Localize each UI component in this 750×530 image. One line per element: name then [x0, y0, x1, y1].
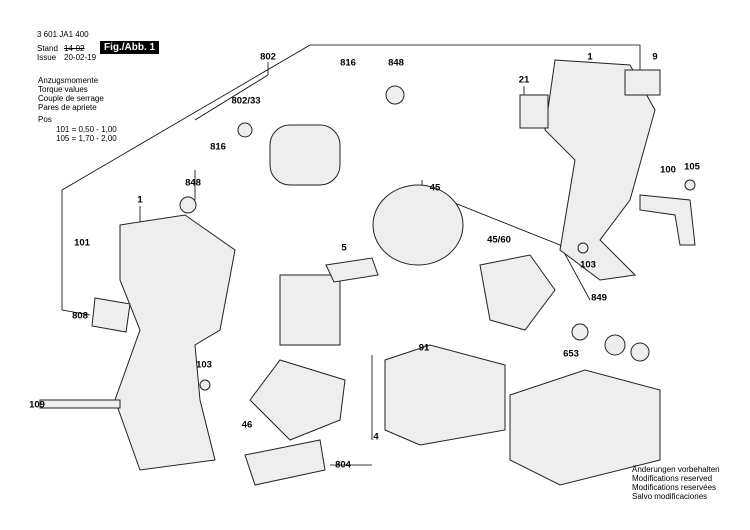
- plate-804: [244, 439, 326, 486]
- callout: 100: [660, 164, 676, 176]
- callout: 9: [652, 51, 658, 63]
- old-date: 14-02: [64, 44, 85, 53]
- motor: [269, 124, 341, 186]
- footer-line: Modifications reservées: [632, 483, 717, 492]
- part-5: [325, 257, 379, 283]
- torque-heading-es: Pares de apriete: [38, 103, 97, 112]
- label-808: [91, 297, 131, 333]
- callout: 21: [518, 74, 530, 86]
- callout: 1: [587, 51, 593, 63]
- torque-value: 105 = 1,70 - 2,00: [56, 134, 117, 143]
- torque-heading-en: Torque values: [38, 85, 88, 94]
- pos-label: Pos: [38, 115, 52, 124]
- torque-heading-de: Anzugsmomente: [38, 76, 99, 85]
- callout: 45/60: [487, 234, 511, 246]
- callout: 808: [72, 310, 88, 322]
- cover: [479, 254, 556, 331]
- callout: 802/33: [231, 95, 261, 107]
- charger: [509, 369, 661, 486]
- footer-line: Modifications reserved: [632, 474, 713, 483]
- callout: 849: [591, 292, 607, 304]
- battery: [384, 344, 506, 446]
- housing-left: [114, 214, 236, 471]
- torque-heading-fr: Couple de serrage: [38, 94, 104, 103]
- switch: [279, 274, 341, 346]
- footer-line: Salvo modificaciones: [632, 492, 708, 501]
- callout: 816: [340, 57, 356, 69]
- issue-label: Issue: [37, 53, 57, 62]
- callout: 804: [335, 459, 351, 471]
- bit-109: [39, 399, 121, 409]
- part-number: 3 601 JA1 400: [37, 30, 89, 39]
- gear-housing: [372, 184, 464, 266]
- torque-value: 101 = 0,50 - 1,00: [56, 125, 117, 134]
- base-plate: [249, 359, 346, 441]
- callout: 103: [580, 259, 596, 271]
- callout: 653: [563, 348, 579, 360]
- callout: 802: [260, 51, 276, 63]
- footer-line: Änderungen vorbehalten: [632, 465, 720, 474]
- callout: 105: [684, 161, 700, 173]
- callout: 101: [74, 237, 90, 249]
- issue-date: 20-02-19: [64, 53, 97, 62]
- callout: 103: [196, 359, 212, 371]
- callout: 4: [373, 431, 379, 443]
- callout: 1: [137, 194, 143, 206]
- callout: 816: [210, 141, 226, 153]
- figure-label: Fig./Abb. 1: [100, 41, 160, 54]
- label-9: [624, 69, 661, 96]
- callout: 5: [341, 242, 347, 254]
- stand-label: Stand: [37, 44, 58, 53]
- callout: 109: [29, 399, 45, 411]
- callout: 848: [185, 177, 201, 189]
- callout: 91: [418, 342, 430, 354]
- callout: 848: [388, 57, 404, 69]
- label-21: [519, 94, 549, 129]
- part-drawings: [39, 59, 696, 486]
- clip-100: [639, 194, 696, 246]
- callout: 46: [241, 419, 253, 431]
- callout: 45: [429, 182, 441, 194]
